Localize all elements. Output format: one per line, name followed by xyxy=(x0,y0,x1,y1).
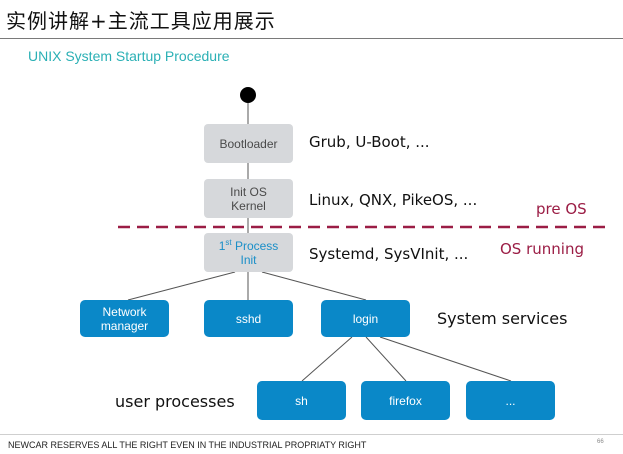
firefox-label: firefox xyxy=(389,393,422,408)
network-manager-box: Network manager xyxy=(80,300,169,337)
page-number: 66 xyxy=(597,439,604,445)
footer-divider xyxy=(0,434,623,435)
bootloader-label: Bootloader xyxy=(219,136,278,151)
kernel-label-line1: Init OS xyxy=(230,184,267,199)
sshd-box: sshd xyxy=(204,300,293,337)
more-processes-box: ... xyxy=(466,381,555,420)
slide-heading: UNIX System Startup Procedure xyxy=(28,48,230,64)
user-processes-label: user processes xyxy=(115,392,235,411)
connector-login-more xyxy=(379,336,512,382)
page-title: 实例讲解+主流工具应用展示 xyxy=(6,9,276,33)
bootloader-note: Grub, U-Boot, ... xyxy=(309,133,430,151)
network-manager-label: Network manager xyxy=(100,304,149,333)
sh-box: sh xyxy=(257,381,346,420)
system-services-label: System services xyxy=(437,309,568,328)
os-running-label: OS running xyxy=(500,240,584,258)
login-label: login xyxy=(352,311,379,326)
pre-os-label: pre OS xyxy=(536,200,587,218)
sh-label: sh xyxy=(295,393,308,408)
connector-process-network xyxy=(127,271,236,301)
first-process-line2: Init xyxy=(240,252,257,267)
more-processes-label: ... xyxy=(505,393,516,408)
first-process-box: 1st Process Init xyxy=(204,233,293,272)
kernel-label-line2: Kernel xyxy=(231,198,266,213)
first-process-line1: 1st Process xyxy=(218,237,279,253)
kernel-box: Init OS Kernel xyxy=(204,179,293,218)
connector-login-sh xyxy=(301,336,353,382)
footer-copyright: NEWCAR RESERVES ALL THE RIGHT EVEN IN TH… xyxy=(8,440,367,450)
connector-login-firefox xyxy=(365,336,407,382)
sshd-label: sshd xyxy=(235,311,262,326)
connector-process-login xyxy=(261,271,367,301)
login-box: login xyxy=(321,300,410,337)
start-node xyxy=(240,87,256,103)
title-divider xyxy=(0,38,623,39)
process-note: Systemd, SysVInit, ... xyxy=(309,245,469,263)
firefox-box: firefox xyxy=(361,381,450,420)
kernel-note: Linux, QNX, PikeOS, ... xyxy=(309,191,478,209)
bootloader-box: Bootloader xyxy=(204,124,293,163)
